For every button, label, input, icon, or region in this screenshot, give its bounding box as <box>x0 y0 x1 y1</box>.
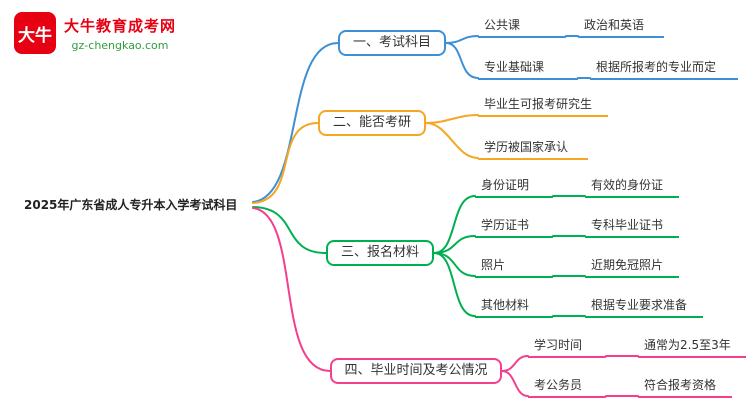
bull-logo-icon: 大牛 <box>14 12 56 54</box>
material-id-label: 身份证明 <box>475 177 553 198</box>
branch-materials: 三、报名材料 <box>326 240 434 266</box>
study-duration-label: 学习时间 <box>528 337 606 358</box>
branch-graduation: 四、毕业时间及考公情况 <box>330 358 502 384</box>
branch-exam-subjects: 一、考试科目 <box>338 30 446 56</box>
branch-postgraduate: 二、能否考研 <box>318 110 426 136</box>
logo-text: 大牛教育成考网 gz-chengkao.com <box>64 15 176 52</box>
material-photo-value: 近期免冠照片 <box>585 257 679 278</box>
material-diploma-label: 学历证书 <box>475 217 553 238</box>
study-duration-value: 通常为2.5至3年 <box>638 337 746 358</box>
exam-major-course-label: 专业基础课 <box>478 59 578 80</box>
logo-icon-text: 大牛 <box>18 25 52 46</box>
site-domain: gz-chengkao.com <box>71 38 169 52</box>
postgrad-eligible-label: 毕业生可报考研究生 <box>478 96 608 117</box>
exam-major-course-value: 根据所报考的专业而定 <box>590 59 738 80</box>
material-diploma-value: 专科毕业证书 <box>585 217 679 238</box>
material-other-label: 其他材料 <box>475 297 553 318</box>
material-photo-label: 照片 <box>475 257 553 278</box>
brand-name: 大牛教育成考网 <box>64 16 177 35</box>
civil-service-value: 符合报考资格 <box>638 377 732 398</box>
material-id-value: 有效的身份证 <box>585 177 679 198</box>
exam-public-course-label: 公共课 <box>478 17 566 38</box>
civil-service-label: 考公务员 <box>528 377 606 398</box>
material-other-value: 根据专业要求准备 <box>585 297 703 318</box>
site-logo: 大牛 大牛教育成考网 gz-chengkao.com <box>14 12 176 54</box>
exam-public-course-value: 政治和英语 <box>578 17 664 38</box>
central-topic: 2025年广东省成人专升本入学考试科目 <box>24 198 238 212</box>
degree-recognized-label: 学历被国家承认 <box>478 139 588 160</box>
